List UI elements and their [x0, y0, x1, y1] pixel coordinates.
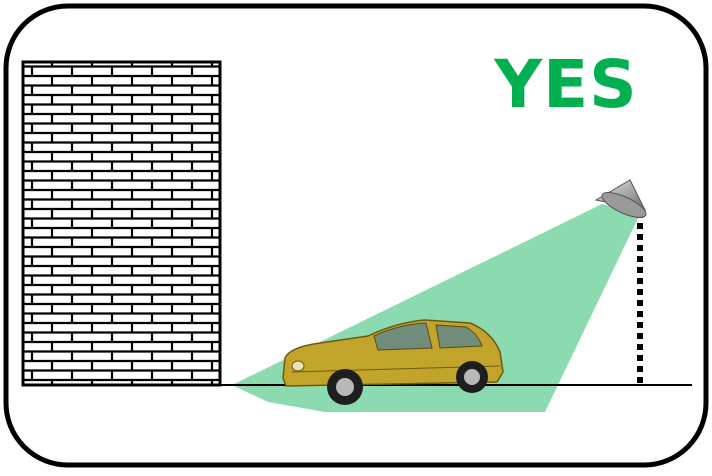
brick-wall	[23, 62, 220, 385]
verdict-label: YES	[486, 52, 646, 118]
